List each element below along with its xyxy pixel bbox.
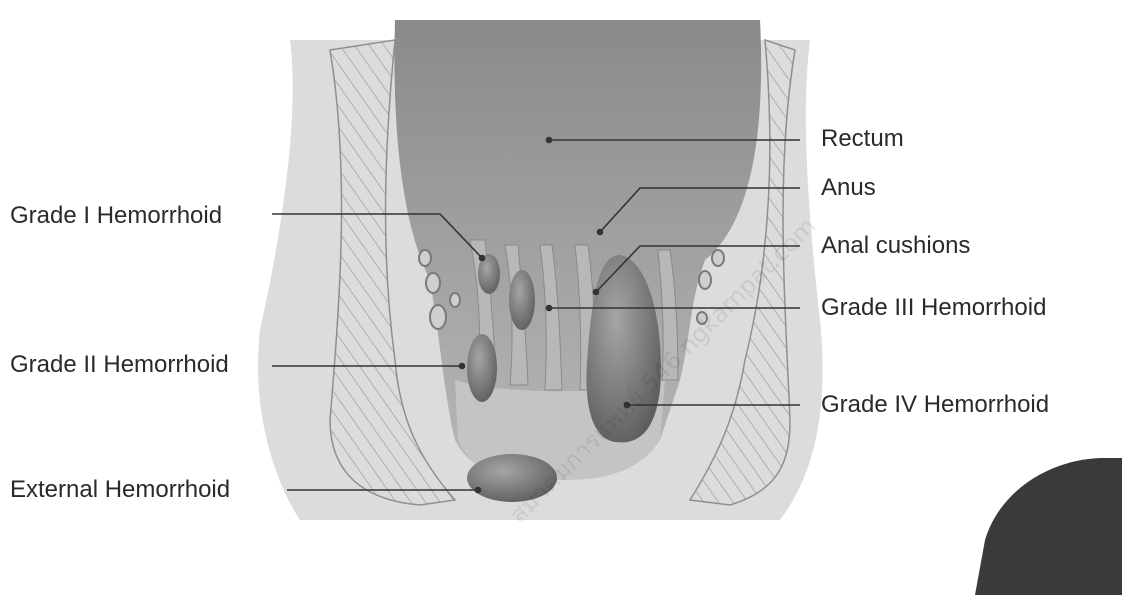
label-grade-3: Grade III Hemorrhoid <box>821 296 1046 320</box>
label-grade-4: Grade IV Hemorrhoid <box>821 393 1049 417</box>
corner-tab <box>975 458 1122 595</box>
grade-2-lump <box>467 334 497 402</box>
label-anus: Anus <box>821 176 876 200</box>
label-anal-cushions: Anal cushions <box>821 234 970 258</box>
label-external: External Hemorrhoid <box>10 478 230 502</box>
label-rectum: Rectum <box>821 127 904 151</box>
bottom-fade <box>0 520 1122 595</box>
grade-1-lump-2 <box>509 270 535 330</box>
label-grade-2: Grade II Hemorrhoid <box>10 353 229 377</box>
label-grade-1: Grade I Hemorrhoid <box>10 204 222 228</box>
